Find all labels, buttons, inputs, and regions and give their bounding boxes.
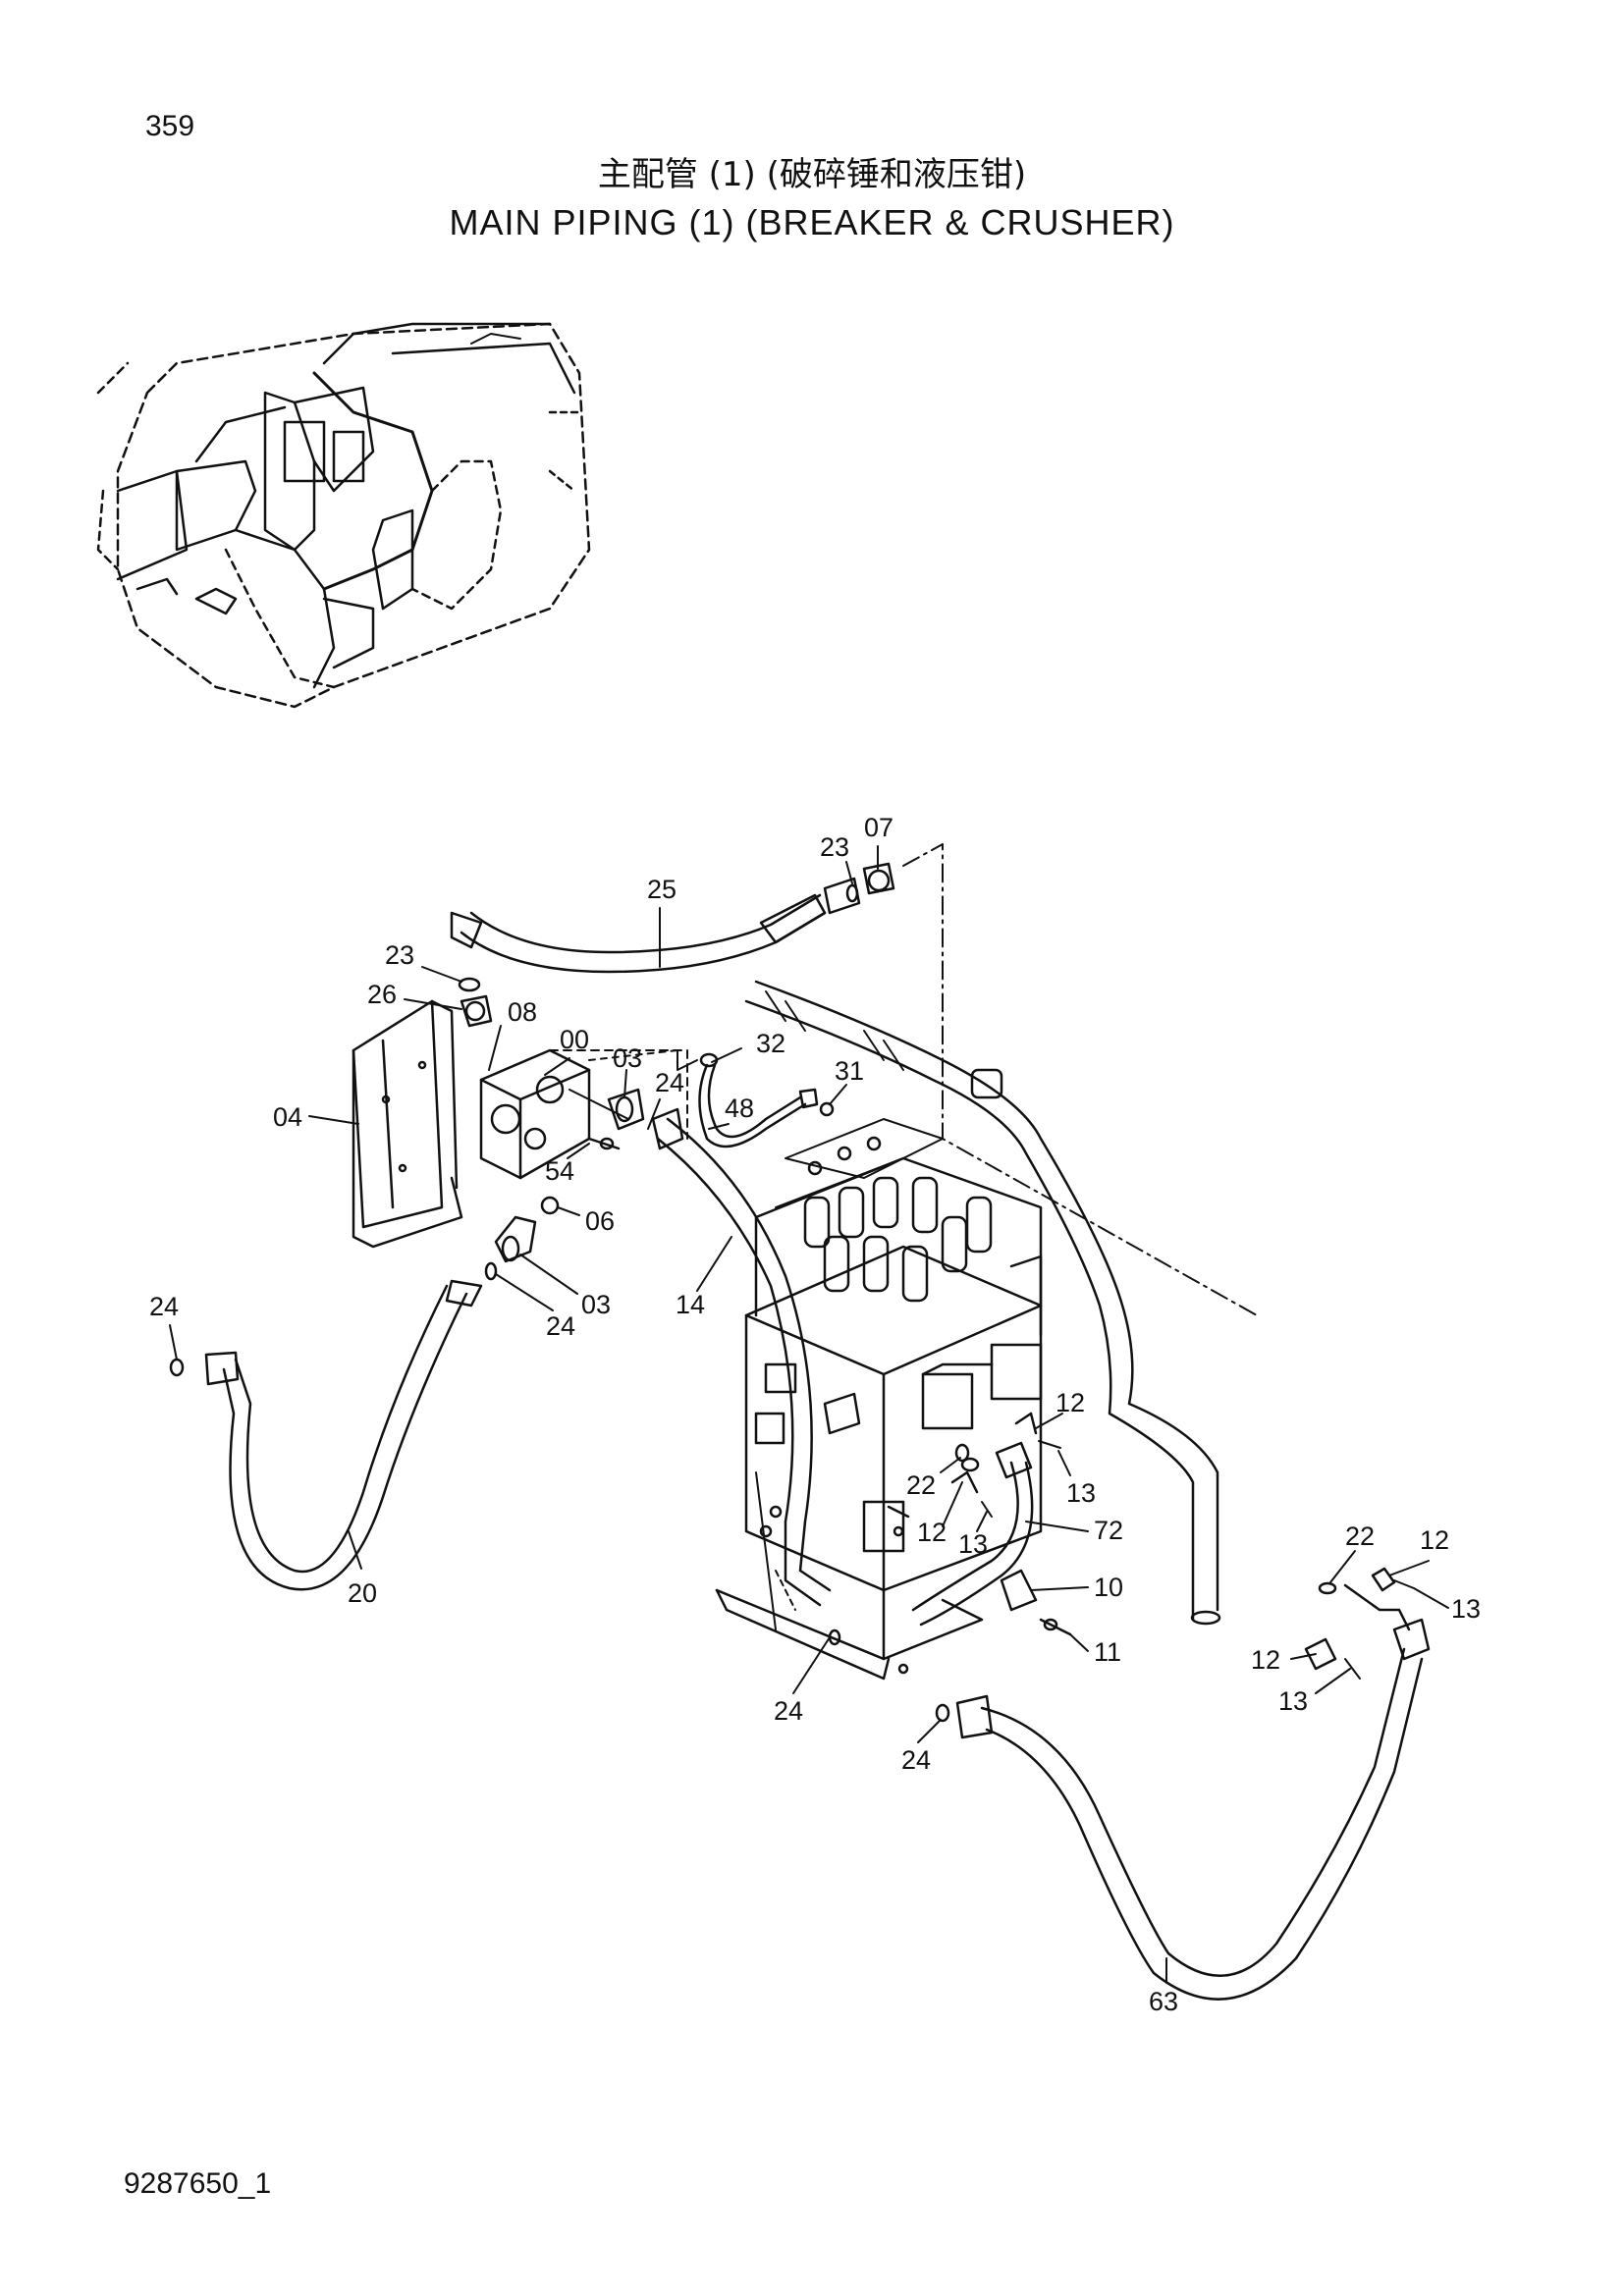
- callout-13: 13: [1066, 1478, 1096, 1508]
- callout-13: 13: [958, 1529, 988, 1559]
- callout-12: 12: [1251, 1645, 1280, 1675]
- title-english: MAIN PIPING (1) (BREAKER & CRUSHER): [449, 202, 1175, 242]
- callout-14: 14: [676, 1290, 705, 1319]
- callout-labels: 07 23 25 23 26 08 00 03 32 24 31 48 04 5…: [149, 813, 1481, 2016]
- callout-32: 32: [756, 1029, 785, 1058]
- callout-25: 25: [647, 875, 677, 904]
- page-number: 359: [145, 110, 195, 142]
- callout-13: 13: [1451, 1594, 1481, 1624]
- callout-23: 23: [820, 832, 849, 862]
- callout-22: 22: [906, 1470, 936, 1500]
- callout-03: 03: [581, 1290, 611, 1319]
- callout-54: 54: [545, 1156, 574, 1186]
- callout-24: 24: [655, 1068, 684, 1097]
- callout-22: 22: [1345, 1522, 1375, 1551]
- callout-24: 24: [546, 1311, 575, 1341]
- callout-12: 12: [917, 1518, 947, 1547]
- leader-lines: [169, 845, 1449, 1984]
- callout-00: 00: [560, 1025, 589, 1054]
- callout-63: 63: [1149, 1987, 1178, 2016]
- callout-11: 11: [1094, 1637, 1121, 1667]
- callout-24: 24: [774, 1696, 803, 1726]
- callout-20: 20: [348, 1578, 377, 1608]
- title-chinese: 主配管 (1) (破碎锤和液压钳): [597, 155, 1027, 194]
- callout-24: 24: [149, 1292, 179, 1321]
- callout-24: 24: [901, 1745, 931, 1775]
- callout-13: 13: [1278, 1686, 1308, 1716]
- callout-48: 48: [725, 1094, 754, 1123]
- main-piping-assembly: [169, 843, 1431, 2001]
- callout-03: 03: [613, 1043, 642, 1073]
- callout-08: 08: [508, 997, 537, 1027]
- document-id: 9287650_1: [124, 2167, 272, 2200]
- callout-23: 23: [385, 940, 414, 970]
- callout-31: 31: [835, 1056, 864, 1086]
- callout-72: 72: [1094, 1516, 1123, 1545]
- callout-04: 04: [273, 1102, 302, 1132]
- machine-overview-sketch: [96, 322, 591, 709]
- callout-12: 12: [1056, 1388, 1085, 1417]
- callout-12: 12: [1420, 1525, 1449, 1555]
- callout-07: 07: [864, 813, 893, 842]
- callout-10: 10: [1094, 1573, 1123, 1602]
- callout-26: 26: [367, 980, 397, 1009]
- callout-06: 06: [585, 1206, 615, 1236]
